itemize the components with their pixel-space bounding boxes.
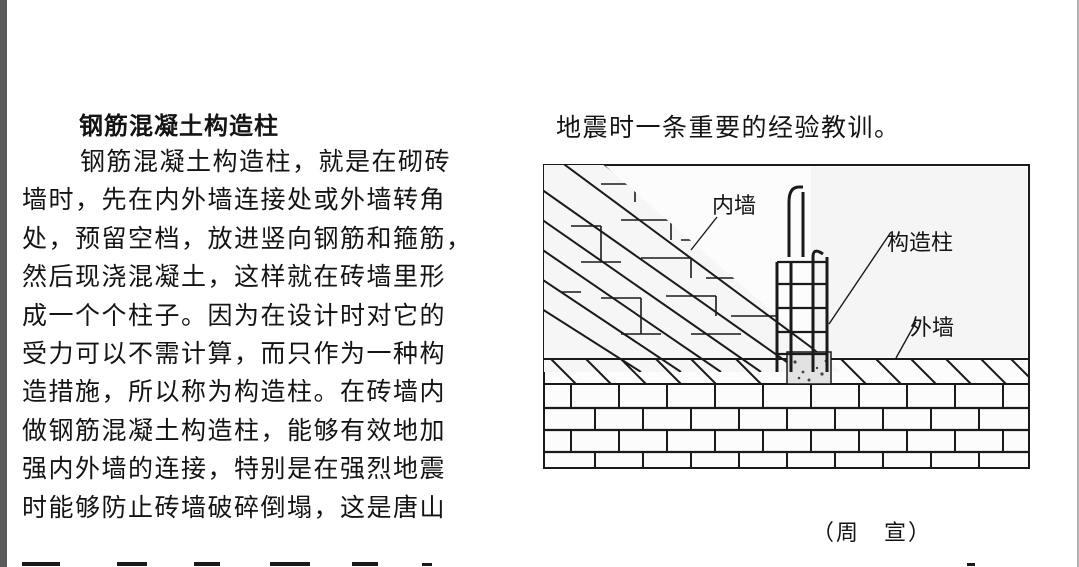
section-heading: 钢筋混凝土构造柱: [79, 112, 279, 140]
body-line: 墙时，先在内外墙连接处或外墙转角: [22, 185, 447, 215]
cut-off-next-line: [22, 562, 975, 566]
body-line: 强内外墙的连接，特别是在强烈地震: [22, 454, 447, 484]
body-line: 做钢筋混凝土构造柱，能够有效地加: [22, 415, 447, 445]
label-outer-wall: 外墙: [910, 316, 955, 341]
body-line: 受力可以不需计算，而只作为一种构: [22, 338, 447, 368]
body-line: 然后现浇混凝土，这样就在砖墙里形: [22, 262, 447, 292]
rebar-cage: [775, 185, 832, 385]
body-line: 钢筋混凝土构造柱，就是在砌砖: [80, 147, 452, 176]
body-line: 成一个个柱子。因为在设计时对它的: [22, 300, 447, 330]
body-line: 处，预留空档，放进竖向钢筋和箍筋，: [22, 223, 473, 253]
continuation-text: 地震时一条重要的经验教训。: [556, 113, 901, 142]
outer-wall: [544, 384, 1029, 468]
author-credit: （周 宣）: [812, 521, 933, 546]
label-constructional-column: 构造柱: [887, 231, 954, 256]
body-line: 时能够防止砖墙破碎倒塌，这是唐山: [22, 492, 447, 522]
label-inner-wall: 内墙: [712, 194, 757, 219]
scan-right-border: [1077, 0, 1079, 567]
constructional-column-illustration: [543, 164, 1030, 469]
body-text: 钢筋混凝土构造柱，就是在砌砖 墙时，先在内外墙连接处或外墙转角 处，预留空档，放…: [22, 143, 502, 527]
body-line: 造措施，所以称为构造柱。在砖墙内: [22, 377, 447, 407]
scan-left-border: [0, 0, 7, 567]
